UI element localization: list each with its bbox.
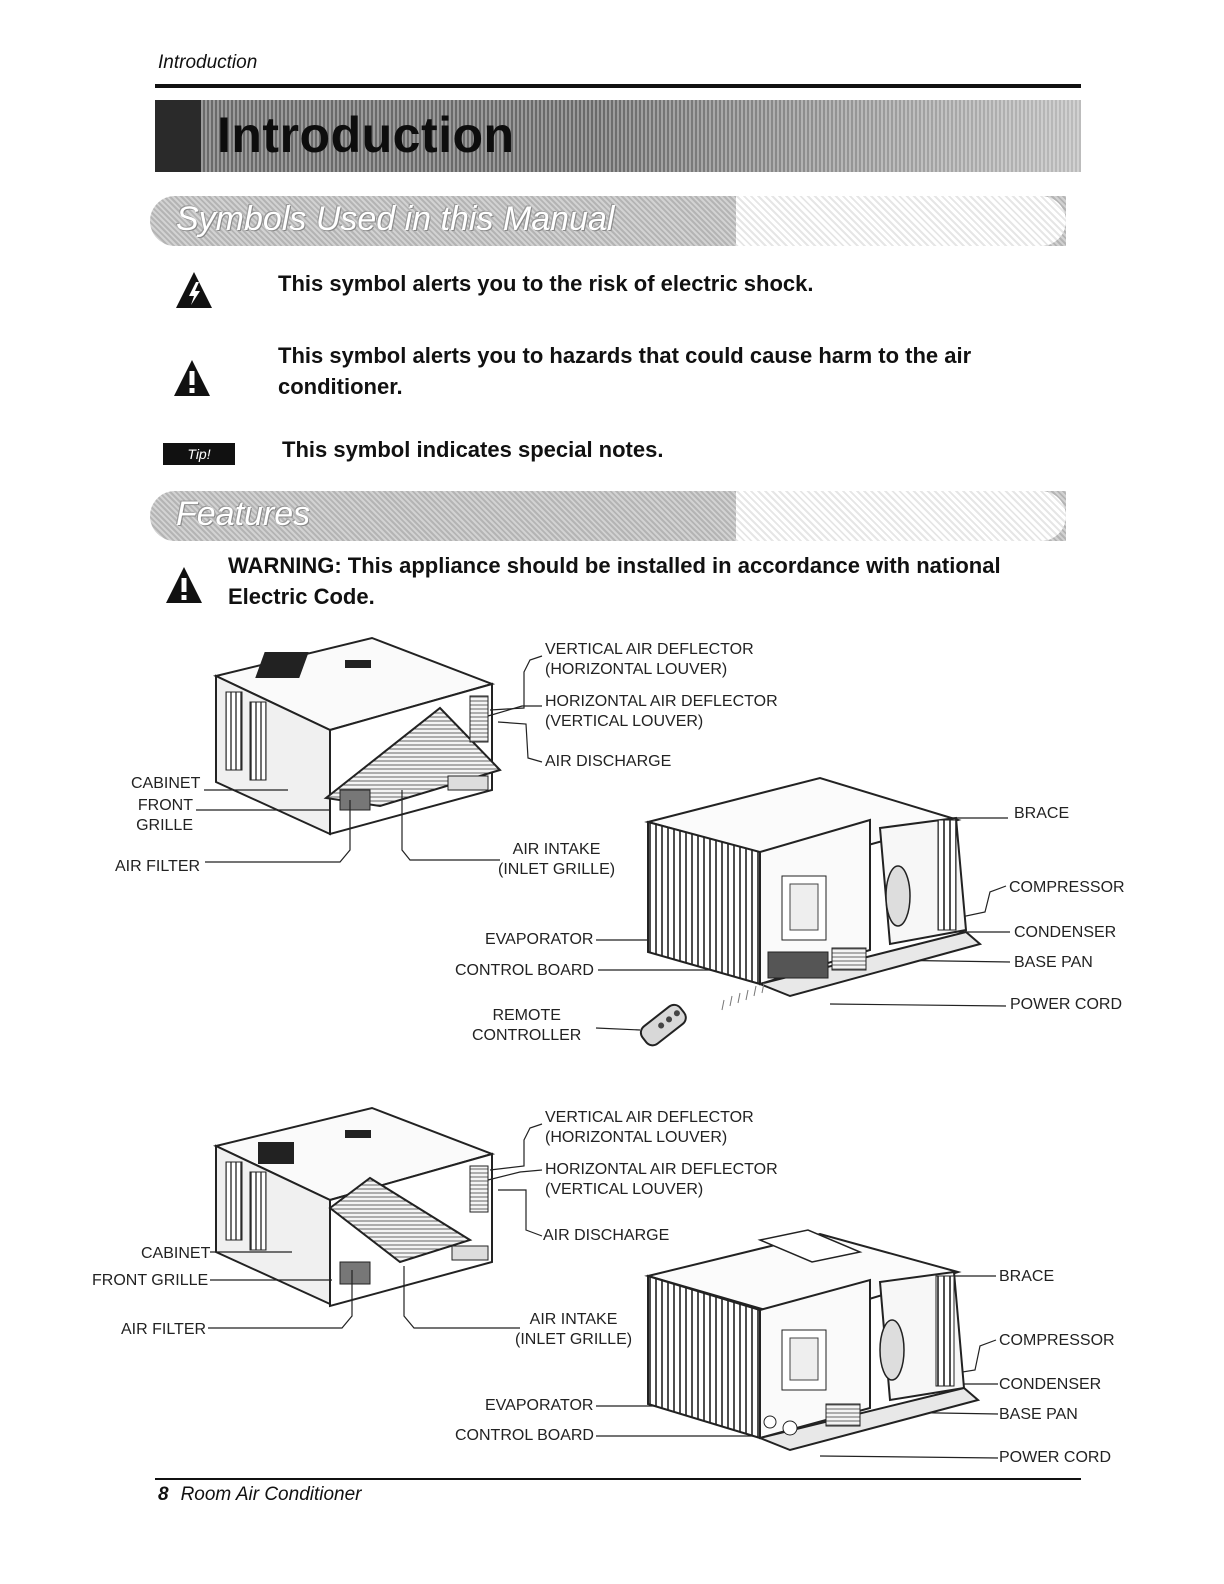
section-banner-features: Features (150, 491, 1066, 541)
label-power-cord-2: POWER CORD (999, 1449, 1111, 1466)
label-air-discharge-1: AIR DISCHARGE (545, 753, 672, 770)
label-front-grille-1: FRONT GRILLE (136, 797, 193, 834)
label-evaporator-1: EVAPORATOR (485, 931, 594, 948)
label-air-intake-2: AIR INTAKE (INLET GRILLE) (515, 1311, 633, 1348)
label-front-grille-2: FRONT GRILLE (92, 1272, 209, 1289)
label-brace-2: BRACE (999, 1268, 1055, 1285)
label-vertical-air-deflector-2: VERTICAL AIR DEFLECTOR (HORIZONTAL LOUVE… (545, 1109, 754, 1146)
label-remote-controller: REMOTE CONTROLLER (472, 1007, 582, 1044)
tip-badge: Tip! (163, 443, 235, 465)
section-heading-features: Features (176, 495, 311, 533)
unit-2-exterior-illustration (213, 1106, 496, 1308)
label-compressor-1: COMPRESSOR (1009, 879, 1125, 896)
label-vertical-air-deflector-1: VERTICAL AIR DEFLECTOR (HORIZONTAL LOUVE… (545, 641, 754, 678)
label-compressor-2: COMPRESSOR (999, 1332, 1115, 1349)
label-condenser-2: CONDENSER (999, 1376, 1102, 1393)
remote-signal-waves (721, 982, 765, 1011)
section-banner-symbols: Symbols Used in this Manual (150, 196, 1066, 246)
footer-title: Room Air Conditioner (180, 1484, 362, 1505)
section-heading-symbols: Symbols Used in this Manual (176, 200, 615, 238)
label-horizontal-air-deflector-1: HORIZONTAL AIR DEFLECTOR (VERTICAL LOUVE… (545, 693, 778, 730)
remote-controller-illustration (639, 1003, 687, 1047)
label-control-board-1: CONTROL BOARD (455, 962, 594, 979)
label-air-filter-1: AIR FILTER (115, 858, 201, 875)
electric-shock-warning-icon (176, 272, 212, 308)
title-banner-block (155, 100, 201, 172)
warning-icon (166, 567, 202, 603)
title-banner: Introduction (155, 100, 1081, 172)
label-power-cord-1: POWER CORD (1010, 996, 1122, 1013)
unit-1-exterior-illustration (213, 636, 502, 836)
label-brace-1: BRACE (1014, 805, 1070, 822)
installation-warning: WARNING: This appliance should be instal… (228, 553, 1001, 609)
label-air-discharge-2: AIR DISCHARGE (543, 1227, 670, 1244)
label-horizontal-air-deflector-2: HORIZONTAL AIR DEFLECTOR (VERTICAL LOUVE… (545, 1161, 778, 1198)
label-cabinet-1: CABINET (131, 775, 201, 792)
symbol-text-hazard: This symbol alerts you to hazards that c… (278, 343, 972, 399)
header-rule (155, 84, 1081, 88)
label-air-intake-1: AIR INTAKE (INLET GRILLE) (498, 841, 616, 878)
label-base-pan-1: BASE PAN (1014, 954, 1093, 971)
label-control-board-2: CONTROL BOARD (455, 1427, 594, 1444)
symbol-text-electric-shock: This symbol alerts you to the risk of el… (278, 271, 814, 296)
label-air-filter-2: AIR FILTER (121, 1321, 207, 1338)
label-evaporator-2: EVAPORATOR (485, 1397, 594, 1414)
label-base-pan-2: BASE PAN (999, 1406, 1078, 1423)
unit-2-chassis-illustration (644, 1229, 981, 1452)
footer-rule (155, 1478, 1081, 1480)
symbol-text-tip: This symbol indicates special notes. (282, 437, 664, 462)
running-header: Introduction (158, 52, 258, 73)
caution-exclamation-icon (174, 360, 210, 396)
label-condenser-1: CONDENSER (1014, 924, 1117, 941)
page-number: 8 (158, 1484, 169, 1505)
page-footer: 8 Room Air Conditioner (158, 1484, 362, 1506)
label-cabinet-2: CABINET (141, 1245, 211, 1262)
page-title: Introduction (217, 107, 515, 163)
unit-1-chassis-illustration (644, 776, 983, 998)
